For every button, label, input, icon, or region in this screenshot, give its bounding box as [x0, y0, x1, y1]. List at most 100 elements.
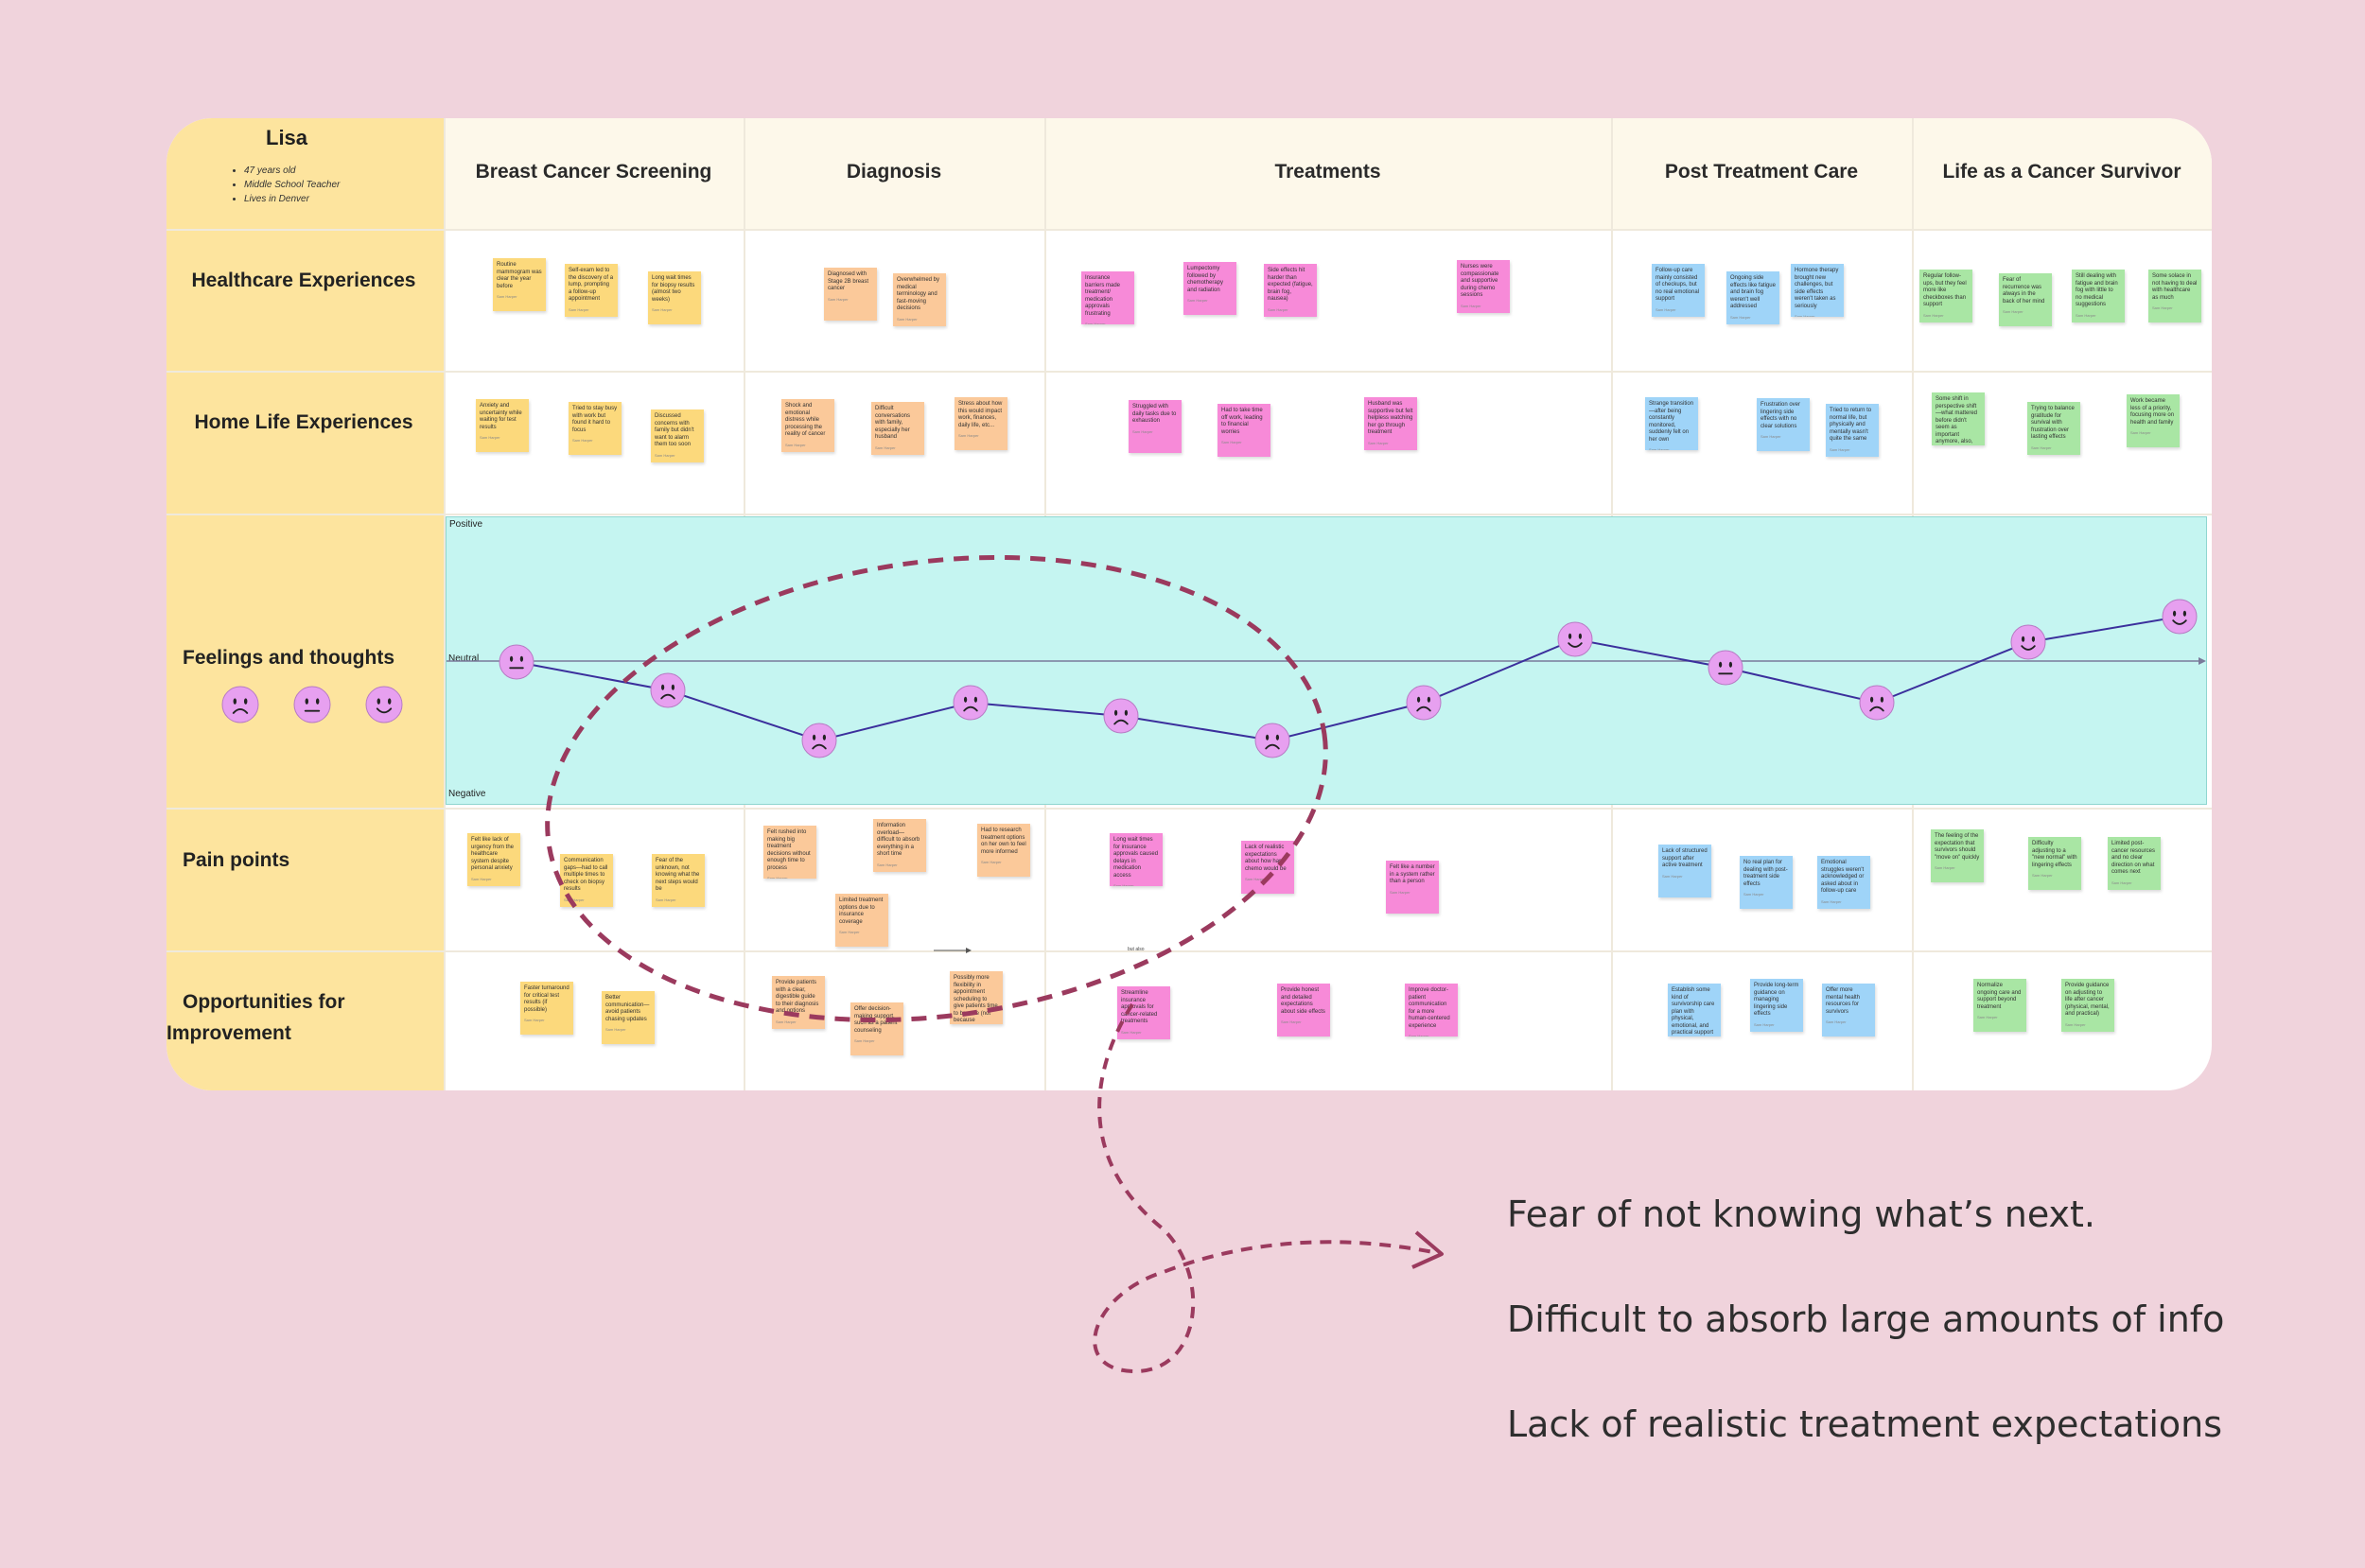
sticky-note-author: Sam Harper	[1187, 298, 1208, 303]
negative-label: Negative	[448, 789, 486, 799]
row-label-feelings: Feelings and thoughts	[183, 647, 394, 669]
sticky-note-healthcare: Overwhelmed by medical terminology and f…	[893, 273, 946, 326]
sticky-note-opportunities: Provide honest and detailed expectations…	[1277, 984, 1330, 1037]
face-mouth	[812, 743, 827, 750]
sticky-note-home: Discussed concerns with family but didn'…	[651, 409, 704, 462]
highlight-ellipse	[545, 554, 1328, 1023]
sticky-note-text: Nurses were compassionate and supportive…	[1461, 264, 1499, 298]
face-eye	[1869, 696, 1874, 703]
sticky-note-text: Strange transition—after being constantl…	[1649, 401, 1694, 443]
stage-breast-cancer-screening: Breast Cancer Screening	[475, 161, 712, 183]
sticky-note-pain: Limited treatment options due to insuran…	[835, 894, 888, 947]
sticky-note-author: Sam Harper	[1935, 865, 1955, 870]
sticky-note-text: Side effects hit harder than expected (f…	[1268, 268, 1313, 302]
sticky-note-pain: Emotional struggles weren't acknowledged…	[1817, 856, 1870, 909]
sticky-note-author: Sam Harper	[1281, 1019, 1302, 1024]
sticky-note-text: Had to take time off work, leading to fi…	[1221, 408, 1263, 435]
face-mouth	[660, 693, 675, 700]
positive-label: Positive	[449, 519, 483, 530]
sticky-note-text: Shock and emotional distress while proce…	[785, 403, 826, 437]
sticky-note-opportunities: Provide patients with a clear, digestibl…	[772, 976, 825, 1029]
sticky-note-text: Frustration over lingering side effects …	[1761, 402, 1801, 429]
sticky-note-home: Stress about how this would impact work,…	[955, 397, 1007, 450]
sticky-note-author: Sam Harper	[605, 1027, 626, 1032]
face-eye	[2182, 610, 2187, 617]
sticky-note-text: Routine mammogram was clear the year bef…	[497, 262, 542, 289]
row-label-pain-points: Pain points	[183, 849, 290, 871]
journey-map-board: Lisa 47 years old Middle School Teacher …	[166, 118, 2212, 1090]
stage-diagnosis: Diagnosis	[846, 161, 942, 183]
sticky-note-author: Sam Harper	[572, 438, 593, 443]
sticky-note-opportunities: Offer more mental health resources for s…	[1822, 984, 1875, 1037]
sticky-note-home: Anxiety and uncertainty while waiting fo…	[476, 399, 529, 452]
face-mouth	[1265, 743, 1280, 750]
sticky-note-healthcare: Routine mammogram was clear the year bef…	[493, 258, 546, 311]
sticky-note-text: Long wait times for insurance approvals …	[1113, 837, 1159, 879]
annotation-arrowhead	[1411, 1230, 1444, 1269]
sad-face-icon	[801, 723, 837, 758]
sticky-note-healthcare: Lumpectomy followed by chemotherapy and …	[1183, 262, 1236, 315]
sticky-note-text: Follow-up care mainly consisted of check…	[1656, 268, 1700, 302]
emotion-line	[516, 616, 2181, 742]
sticky-note-author: Sam Harper	[1730, 314, 1751, 320]
sticky-note-author: Sam Harper	[2032, 873, 2053, 878]
sticky-note-text: Diagnosed with Stage 2B breast cancer	[828, 271, 869, 291]
sticky-note-author: Sam Harper	[652, 307, 673, 312]
sticky-note-pain: Communication gaps—had to call multiple …	[560, 854, 613, 907]
sticky-note-text: Tried to stay busy with work but found i…	[572, 406, 618, 433]
sticky-note-author: Sam Harper	[1409, 1034, 1429, 1037]
face-mouth	[376, 707, 393, 714]
sticky-note-author: Sam Harper	[839, 930, 860, 934]
sticky-note-text: Limited post-cancer resources and no cle…	[2111, 841, 2156, 875]
sticky-note-text: Discussed concerns with family but didn'…	[655, 413, 694, 447]
sticky-note-opportunities: Provide long-term guidance on managing l…	[1750, 979, 1803, 1032]
sticky-note-author: Sam Harper	[877, 862, 898, 867]
face-circle	[2162, 599, 2198, 635]
face-eye	[973, 696, 978, 703]
sticky-note-home: Tried to stay busy with work but found i…	[569, 402, 622, 455]
sticky-note-opportunities: Streamline insurance approvals for cance…	[1117, 986, 1170, 1039]
face-eye	[1427, 696, 1431, 703]
pain-connector-arrow	[934, 948, 972, 953]
face-circle	[221, 686, 259, 723]
sticky-note-author: Sam Harper	[1795, 314, 1815, 317]
sad-face-icon	[1859, 685, 1895, 721]
sticky-note-author: Sam Harper	[1113, 883, 1134, 886]
sticky-note-text: Emotional struggles weren't acknowledged…	[1821, 860, 1865, 894]
face-mouth	[1113, 719, 1129, 725]
face-circle	[801, 723, 837, 758]
sticky-note-author: Sam Harper	[981, 860, 1002, 864]
persona-location: Lives in Denver	[244, 192, 340, 206]
sticky-note-author: Sam Harper	[524, 1018, 545, 1022]
face-eye	[1880, 696, 1884, 703]
sticky-note-text: Ongoing side effects like fatigue and br…	[1730, 275, 1776, 309]
face-mouth	[2172, 619, 2187, 625]
face-mouth	[963, 706, 978, 712]
face-mouth	[232, 707, 249, 714]
sticky-note-healthcare: Regular follow-ups, but they feel more l…	[1919, 270, 1972, 322]
sticky-note-pain: Had to research treatment options on her…	[977, 824, 1030, 877]
sticky-note-opportunities: Establish some kind of survivorship care…	[1668, 984, 1721, 1037]
pain-arrow-label: but also	[1128, 947, 1145, 952]
sticky-note-home: Tried to return to normal life, but phys…	[1826, 404, 1879, 457]
sticky-note-author: Sam Harper	[828, 296, 849, 302]
sticky-note-text: Lack of structured support after active …	[1662, 848, 1708, 868]
sticky-note-healthcare: Some solace in not having to deal with h…	[2148, 270, 2201, 322]
sticky-note-pain: Information overload— difficult to absor…	[873, 819, 926, 872]
face-eye	[1265, 734, 1270, 740]
face-eye	[822, 734, 827, 740]
sticky-note-author: Sam Harper	[2111, 880, 2132, 885]
sticky-note-text: Provide patients with a clear, digestibl…	[776, 980, 819, 1014]
sad-face-icon	[650, 672, 686, 708]
sticky-note-text: Difficult conversations with family, esp…	[875, 406, 911, 440]
sticky-note-text: Some shift in perspective shift —what ma…	[1936, 396, 1978, 444]
sticky-note-text: Better communication— avoid patients cha…	[605, 995, 650, 1022]
sticky-note-healthcare: Long wait times for biopsy results (almo…	[648, 271, 701, 324]
face-mouth	[1568, 642, 1583, 648]
sticky-note-author: Sam Harper	[1649, 447, 1670, 450]
sticky-note-opportunities: Possibly more flexibility in appointment…	[950, 971, 1003, 1024]
sticky-note-healthcare: Fear of recurrence was always in the bac…	[1999, 273, 2052, 326]
sticky-note-healthcare: Ongoing side effects like fatigue and br…	[1726, 271, 1779, 324]
sticky-note-text: Difficulty adjusting to a "new normal" w…	[2032, 841, 2077, 868]
